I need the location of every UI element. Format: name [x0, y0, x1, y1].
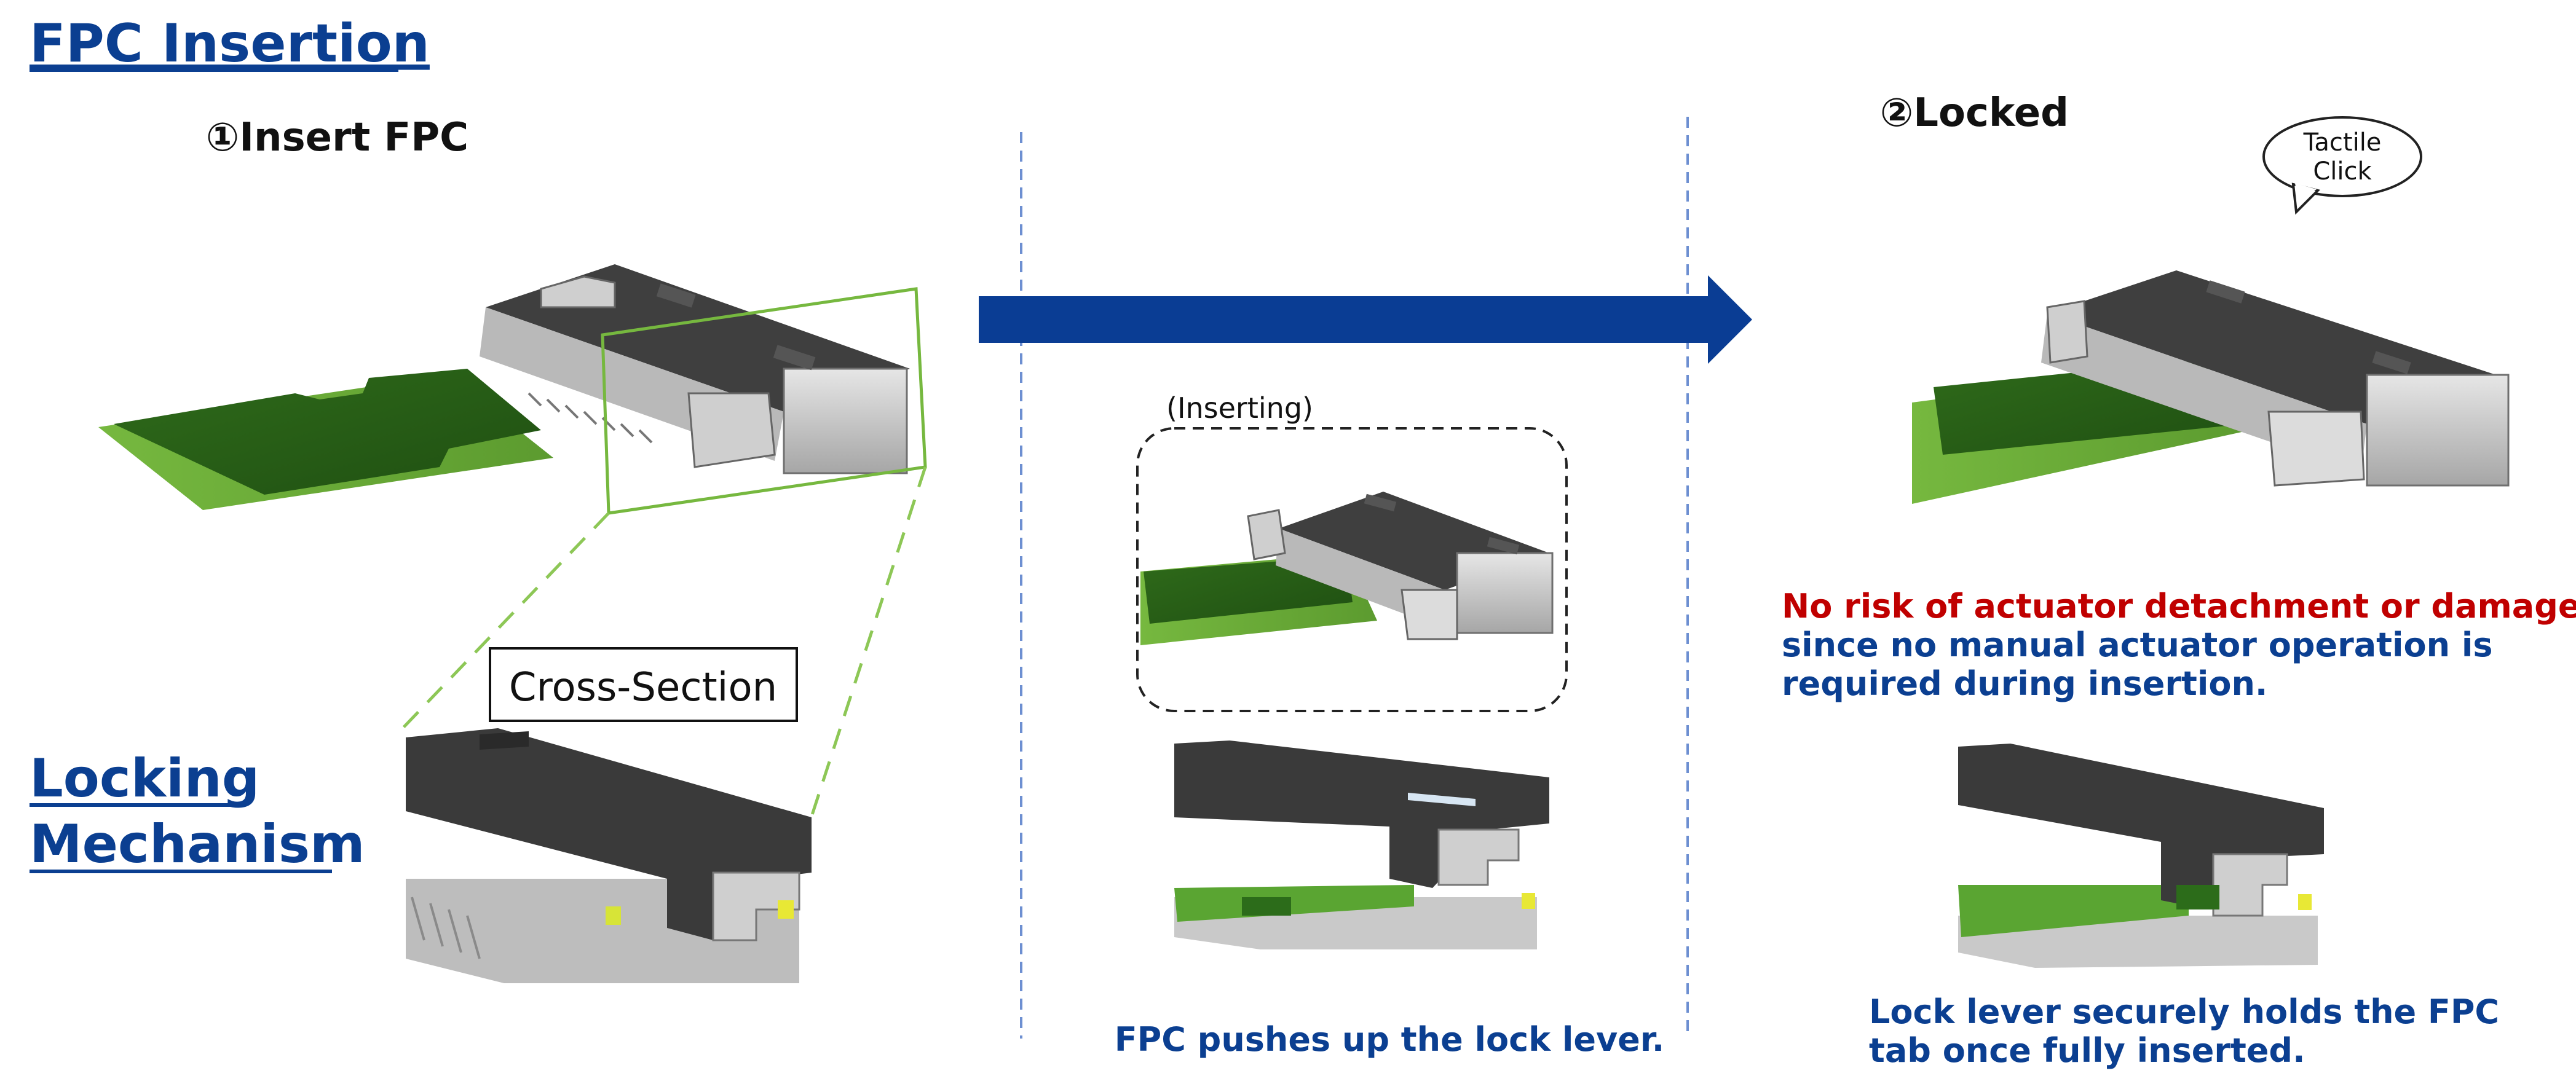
heading-mechanism: Mechanism [30, 814, 365, 875]
contact-pins [527, 392, 653, 444]
cross-section-inserting [1174, 740, 1549, 949]
cross-section-label: Cross-Section [509, 665, 777, 710]
zoom-frame [401, 287, 927, 821]
step-title-locked: ②Locked [1880, 90, 2069, 136]
note-since-line2: required during insertion. [1782, 664, 2267, 703]
cross-section-label-box [489, 647, 798, 722]
tactile-click-bubble [2262, 116, 2422, 215]
fpc-cable-insert [98, 369, 553, 510]
connector-locked [1912, 270, 2510, 504]
note-lock-line1: Lock lever securely holds the FPC [1869, 992, 2499, 1031]
title-fpc-insertion: FPC Insertion [30, 13, 430, 74]
step-title-insert: ①Insert FPC [206, 115, 468, 160]
connector-inserting [1140, 492, 1554, 645]
note-since-line1: since no manual actuator operation is [1782, 626, 2492, 664]
inserting-dashed-frame [1136, 427, 1568, 712]
cross-section-locked [1958, 740, 2327, 968]
tactile-label-line1: Tactile [2303, 128, 2382, 157]
inserting-label: (Inserting) [1166, 391, 1313, 425]
process-arrow [979, 275, 1752, 364]
note-lock-line2: tab once fully inserted. [1869, 1031, 2305, 1070]
connector-insert [480, 264, 910, 474]
note-no-risk: No risk of actuator detachment or damage… [1782, 587, 2576, 626]
tactile-label-line2: Click [2313, 157, 2372, 186]
heading-locking: Locking [30, 748, 259, 809]
note-pushes-lever: FPC pushes up the lock lever. [1115, 1020, 1664, 1059]
cross-section-image [406, 728, 812, 983]
